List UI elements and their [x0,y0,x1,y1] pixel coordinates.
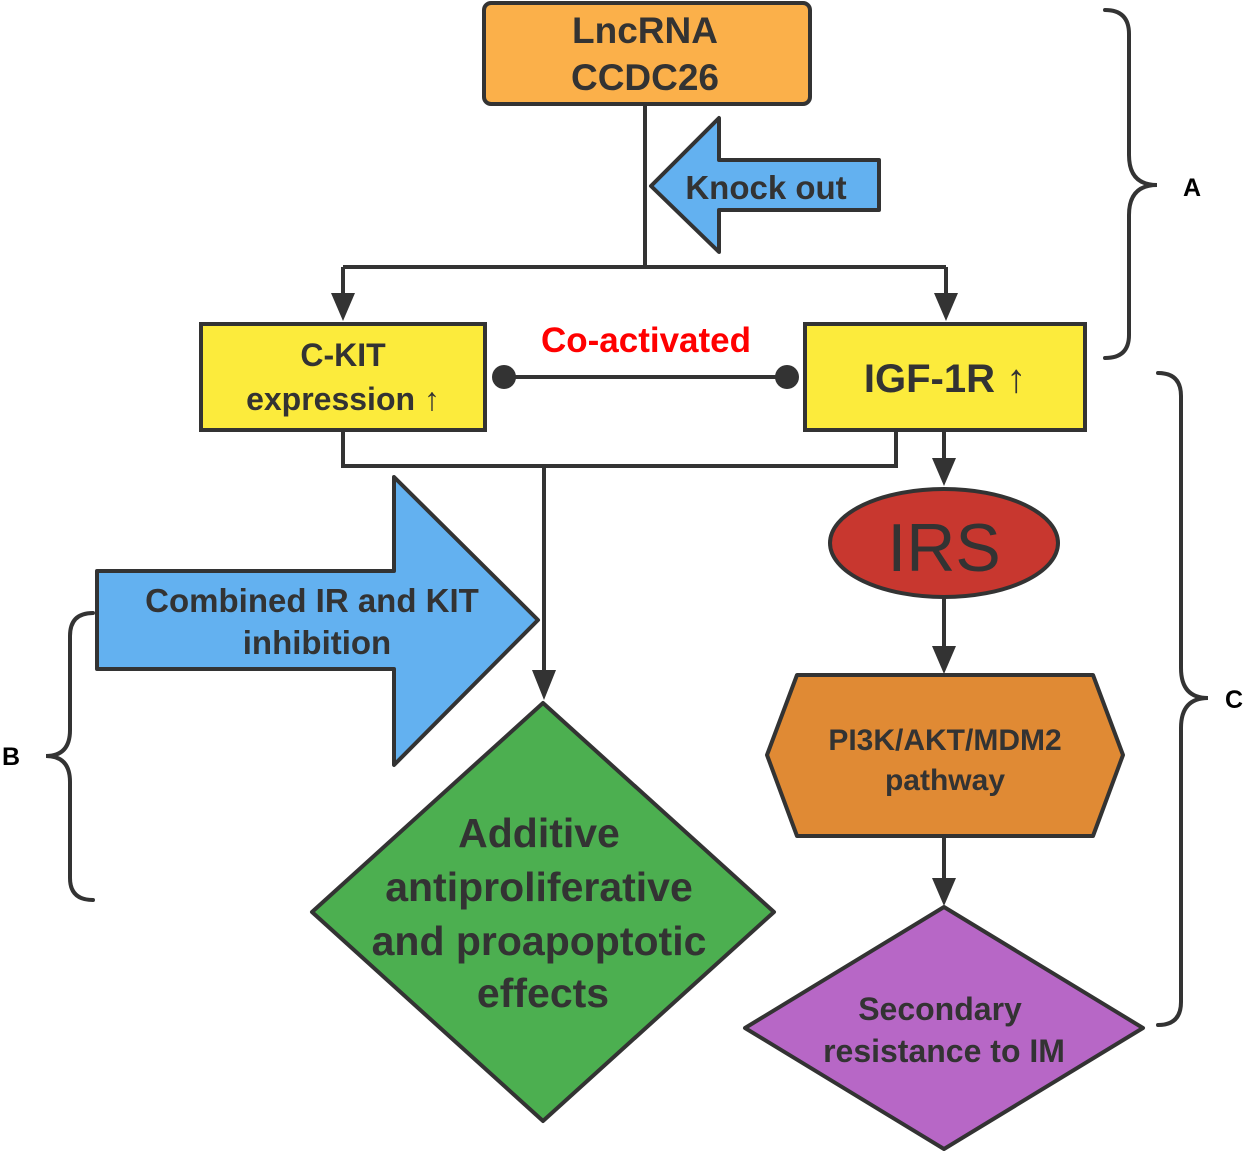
pathway-label-line2: pathway [885,764,1005,797]
arrowhead-to-secondary [932,878,956,906]
bracket-a-shape [1103,8,1158,360]
combined-label-line2: inhibition [243,624,391,661]
combined-inhibition-arrow-shape [95,475,540,767]
secondary-diamond [743,905,1145,1151]
ckit-node: C-KIT expression ↑ [199,322,487,432]
lncrna-label-line2: CCDC26 [571,57,719,98]
arrowhead-to-ckit [331,293,355,321]
additive-label-line4: effects [477,970,609,1016]
lncrna-box [482,1,812,106]
arrowhead-to-additive [532,670,556,700]
pathway-label-line1: PI3K/AKT/MDM2 [828,724,1061,757]
arrowhead-to-irs [932,458,956,486]
secondary-node: Secondary resistance to IM [743,905,1145,1151]
igf1r-node: IGF-1R ↑ [803,322,1087,432]
combined-inhibition-arrow: Combined IR and KIT inhibition [95,475,540,767]
irs-ellipse [828,487,1060,599]
secondary-label-line2: resistance to IM [823,1033,1065,1069]
additive-node: Additive antiproliferative and proapopto… [310,701,776,1123]
irs-label: IRS [887,510,1000,586]
connector-lncrna-split [341,104,948,295]
igf1r-box [803,322,1087,432]
coactivated-dot-right [775,365,799,389]
ckit-box [199,322,487,432]
additive-label-line2: antiproliferative [385,864,693,910]
bracket-c-shape [1156,371,1209,1027]
combined-label-line1: Combined IR and KIT [145,582,479,619]
pathway-hexagon [765,673,1125,838]
knockout-label: Knock out [685,169,846,206]
additive-label-line1: Additive [458,810,620,856]
bracket-c-label: C [1225,686,1243,714]
lncrna-node: LncRNA CCDC26 [482,1,812,106]
pathway-node: PI3K/AKT/MDM2 pathway [765,673,1125,838]
additive-diamond [310,701,776,1123]
bracket-b-label: B [2,743,20,771]
brackets [45,8,1209,1027]
connectors [341,104,948,880]
lncrna-label-line1: LncRNA [572,10,718,51]
bracket-b-shape [45,611,95,902]
ckit-label-line2: expression ↑ [246,381,440,417]
arrowhead-to-pathway [932,646,956,674]
irs-node: IRS [828,487,1060,599]
bracket-a-label: A [1183,174,1201,202]
arrowhead-to-igf1r [934,293,958,321]
coactivated-dot-left [492,365,516,389]
ckit-label-line1: C-KIT [300,337,386,373]
igf1r-label: IGF-1R ↑ [864,357,1026,401]
knockout-arrow-shape [649,116,881,254]
arrow-heads [331,293,958,906]
secondary-label-line1: Secondary [858,991,1022,1027]
connector-merge-additive [341,430,898,672]
knockout-arrow: Knock out [649,116,881,254]
additive-label-line3: and proapoptotic [372,918,707,964]
coactivated-label: Co-activated [541,321,751,360]
